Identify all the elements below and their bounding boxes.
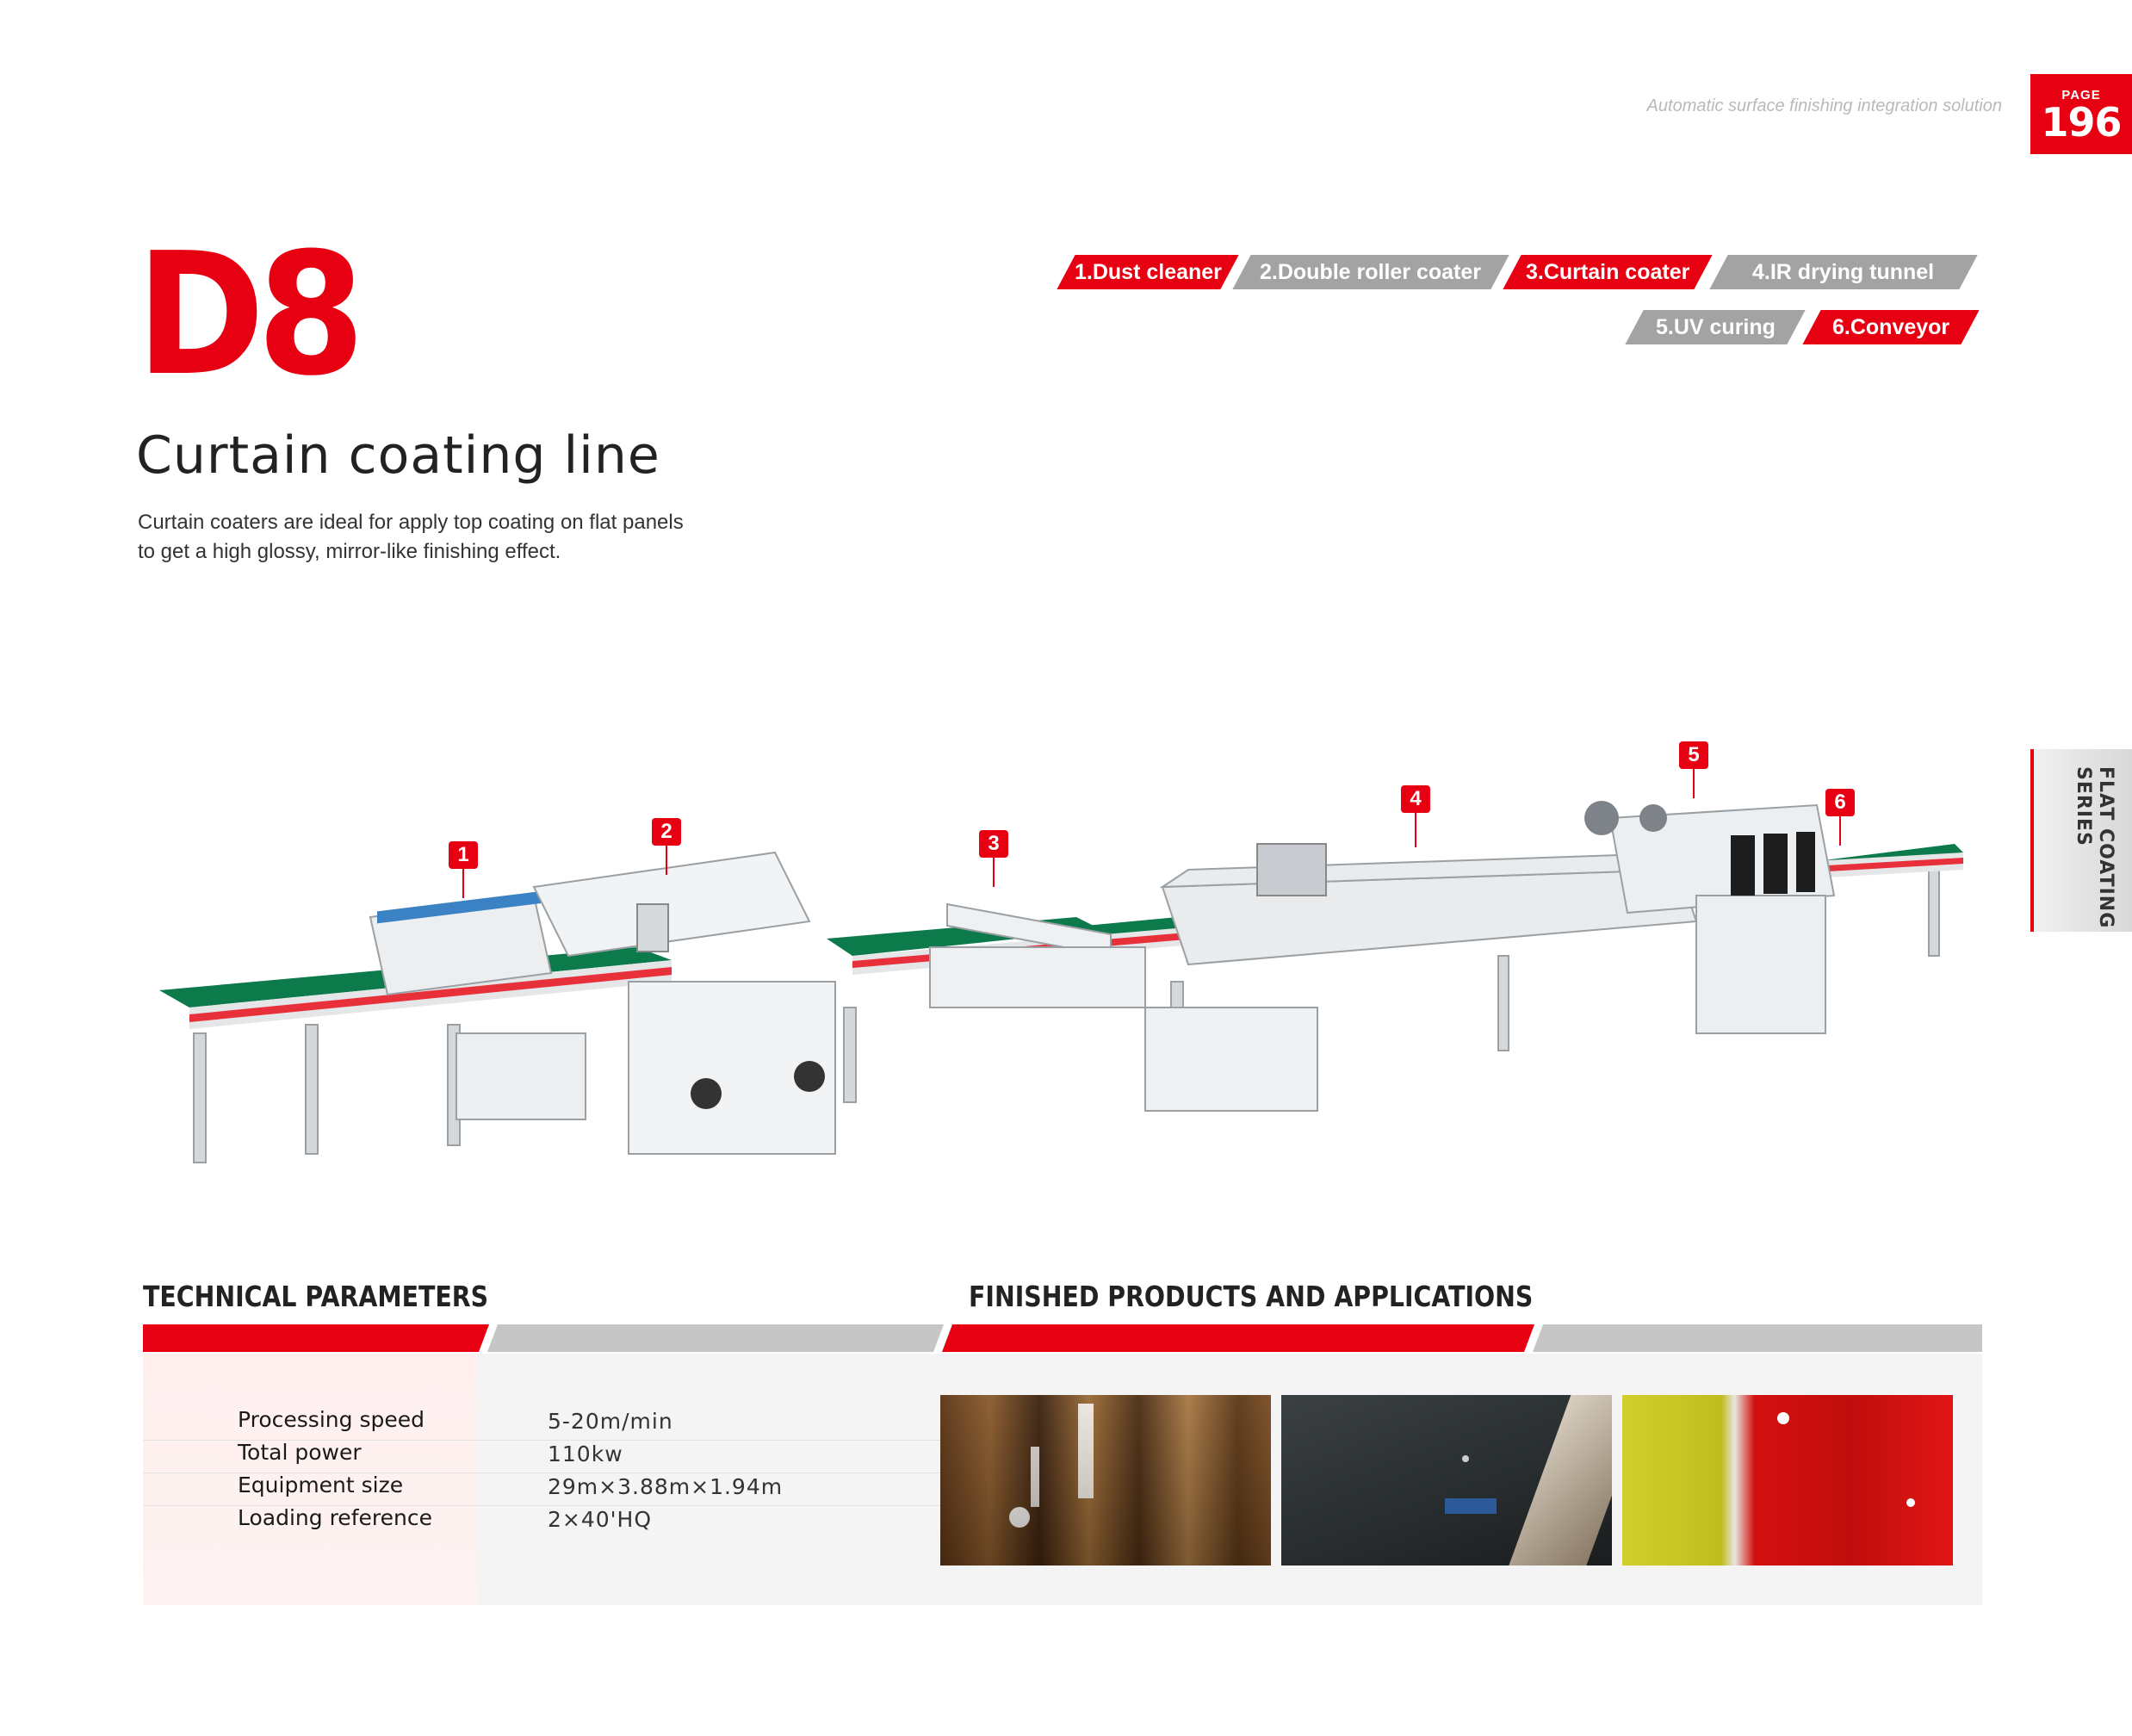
marker-4: 4 xyxy=(1401,785,1430,847)
param-row: Total power 110kw xyxy=(143,1440,942,1473)
marker-1: 1 xyxy=(449,841,478,898)
marker-6: 6 xyxy=(1825,789,1855,846)
photo-dark-gloss-panel xyxy=(1281,1395,1612,1566)
side-tab-label: FLAT COATING SERIES xyxy=(2073,766,2117,929)
param-value: 5-20m/min xyxy=(548,1409,673,1434)
param-value: 110kw xyxy=(548,1442,623,1466)
product-title: Curtain coating line xyxy=(136,425,660,486)
param-row: Loading reference 2×40'HQ xyxy=(143,1505,942,1538)
coating-line-illustration xyxy=(159,801,1963,1163)
param-label: Processing speed xyxy=(238,1407,425,1432)
step-badge-1: 1.Dust cleaner xyxy=(1057,255,1239,289)
photo-yellow-red-gloss-panels xyxy=(1622,1395,1953,1566)
page-number: 196 xyxy=(2041,99,2122,146)
param-row: Processing speed 5-20m/min xyxy=(143,1407,942,1441)
param-label: Loading reference xyxy=(238,1505,432,1530)
parameters-label-column xyxy=(143,1354,477,1605)
tagline: Automatic surface finishing integration … xyxy=(1646,96,2002,115)
param-label: Equipment size xyxy=(238,1472,404,1497)
step-badge-2: 2.Double roller coater xyxy=(1232,255,1509,289)
marker-3: 3 xyxy=(979,830,1008,887)
product-description: Curtain coaters are ideal for apply top … xyxy=(138,511,684,563)
step-badge-6: 6.Conveyor xyxy=(1802,310,1980,344)
model-code: D8 xyxy=(136,217,365,413)
section-bars xyxy=(143,1324,1982,1352)
param-value: 2×40'HQ xyxy=(548,1507,653,1532)
param-label: Total power xyxy=(238,1440,362,1465)
step-badge-3: 3.Curtain coater xyxy=(1503,255,1713,289)
applications-heading: FINISHED PRODUCTS AND APPLICATIONS xyxy=(969,1280,1534,1313)
photo-wood-grain-gloss-panel xyxy=(940,1395,1271,1566)
side-tab: FLAT COATING SERIES xyxy=(2030,749,2132,932)
page-label: PAGE xyxy=(2061,88,2101,102)
step-badge-4: 4.IR drying tunnel xyxy=(1709,255,1978,289)
page-number-box: PAGE 196 xyxy=(2030,74,2132,154)
technical-parameters-heading: TECHNICAL PARAMETERS xyxy=(143,1280,489,1313)
step-badge-5: 5.UV curing xyxy=(1625,310,1806,344)
marker-5: 5 xyxy=(1679,741,1708,798)
param-row: Equipment size 29m×3.88m×1.94m xyxy=(143,1472,942,1506)
param-value: 29m×3.88m×1.94m xyxy=(548,1474,784,1499)
marker-2: 2 xyxy=(652,818,681,875)
